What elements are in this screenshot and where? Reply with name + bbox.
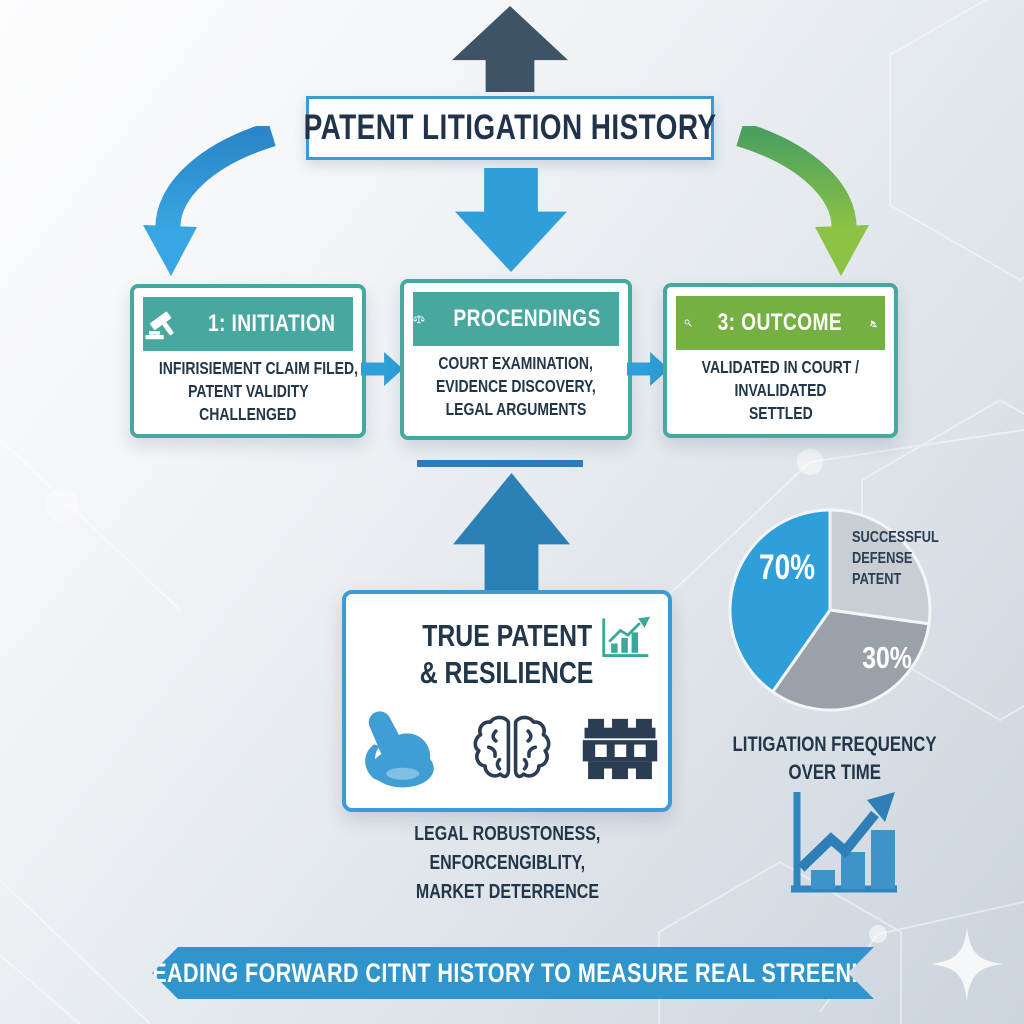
stage-header-label: PROCENDINGS: [453, 305, 601, 332]
stage-body-line: COURT EXAMINATION,: [438, 353, 594, 373]
bottom-banner: READING FORWARD CITNT HISTORY TO MEASURE…: [152, 947, 874, 999]
resilience-icons-row: [346, 706, 668, 792]
horizontal-divider: [417, 460, 583, 467]
pie-legend-successful-defense: SUCCESSFUL DEFENSE PATENT: [852, 528, 982, 590]
stage-box-initiation: 1: INITIATION INFIRISIEMENT CLAIM FILED,…: [130, 284, 366, 438]
magnifier-icon: [684, 319, 692, 327]
stage-box-proceedings: PROCENDINGS COURT EXAMINATION, EVIDENCE …: [400, 279, 632, 440]
caption-line: MARKET DETERRENCE: [415, 881, 599, 903]
stage-header-proceedings: PROCENDINGS: [413, 292, 619, 346]
resilience-title-line: TRUE PATENT: [422, 618, 592, 653]
flexed-bicep-icon: [365, 711, 434, 788]
stage-body-line: CHALLENGED: [199, 403, 297, 424]
pie-label-30: 30%: [862, 640, 912, 675]
resilience-title: TRUE PATENT & RESILIENCE: [346, 618, 668, 691]
stage-body-line: EVIDENCE DISCOVERY,: [436, 375, 596, 396]
fortress-icon: [582, 718, 658, 780]
brain-icon: [473, 715, 551, 779]
curved-arrow-left: [143, 126, 276, 276]
curved-arrow-right: [736, 126, 869, 276]
page-title: PATENT LITIGATION HISTORY: [303, 108, 717, 147]
caption-line: ENFORCENGIBLITY,: [429, 852, 585, 874]
pie-legend-line: PATENT: [852, 570, 902, 588]
stage-box-outcome: 3: OUTCOME VALIDATED IN COURT / INVALIDA…: [663, 283, 898, 438]
resilience-box: TRUE PATENT & RESILIENCE: [342, 590, 672, 812]
pie-label-70: 70%: [759, 548, 816, 587]
stage-body-initiation: INFIRISIEMENT CLAIM FILED, PATENT VALIDI…: [134, 357, 362, 425]
gavel-icon: [145, 311, 174, 339]
stage-body-line: LEGAL ARGUMENTS: [445, 398, 587, 419]
pie-legend-line: DEFENSE: [852, 549, 913, 567]
stage-body-line: INVALIDATED: [734, 379, 827, 400]
trend-bar-chart-icon: [791, 792, 897, 893]
pie-legend-line: SUCCESSFUL: [852, 529, 939, 546]
caption-line: LEGAL ROBUSTONESS,: [413, 823, 601, 845]
banner-text: READING FORWARD CITNT HISTORY TO MEASURE…: [136, 957, 890, 988]
stage-body-line: PATENT VALIDITY: [187, 380, 309, 401]
gavel-icon: [869, 319, 877, 327]
stage-body-outcome: VALIDATED IN COURT / INVALIDATED SETTLED: [667, 356, 894, 424]
stage-body-line: SETTLED: [748, 402, 813, 423]
pie-chart: 70% SUCCESSFUL DEFENSE PATENT 30%: [722, 502, 939, 718]
litigation-frequency-title: LITIGATION FREQUENCY OVER TIME: [705, 731, 965, 788]
title-box: PATENT LITIGATION HISTORY: [303, 96, 717, 160]
pie-chart-svg: [728, 508, 932, 712]
stage-body-proceedings: COURT EXAMINATION, EVIDENCE DISCOVERY, L…: [404, 352, 628, 420]
resilience-title-line: & RESILIENCE: [420, 654, 594, 690]
sparkle-icon: [930, 927, 1004, 1001]
stage-header-initiation: 1: INITIATION: [143, 297, 353, 351]
stage-header-label: 3: OUTCOME: [717, 309, 843, 336]
frequency-title-line: LITIGATION FREQUENCY: [732, 733, 938, 756]
growth-chart-icon: [602, 616, 651, 657]
stage-body-line: VALIDATED IN COURT /: [701, 357, 860, 377]
stage-header-outcome: 3: OUTCOME: [676, 296, 885, 350]
frequency-title-line: OVER TIME: [788, 761, 882, 785]
stage-body-line: INFIRISIEMENT CLAIM FILED,: [158, 358, 359, 378]
scales-of-justice-icon: [413, 314, 425, 323]
resilience-caption: LEGAL ROBUSTONESS, ENFORCENGIBLITY, MARK…: [342, 820, 672, 907]
stage-header-label: 1: INITIATION: [208, 310, 336, 337]
